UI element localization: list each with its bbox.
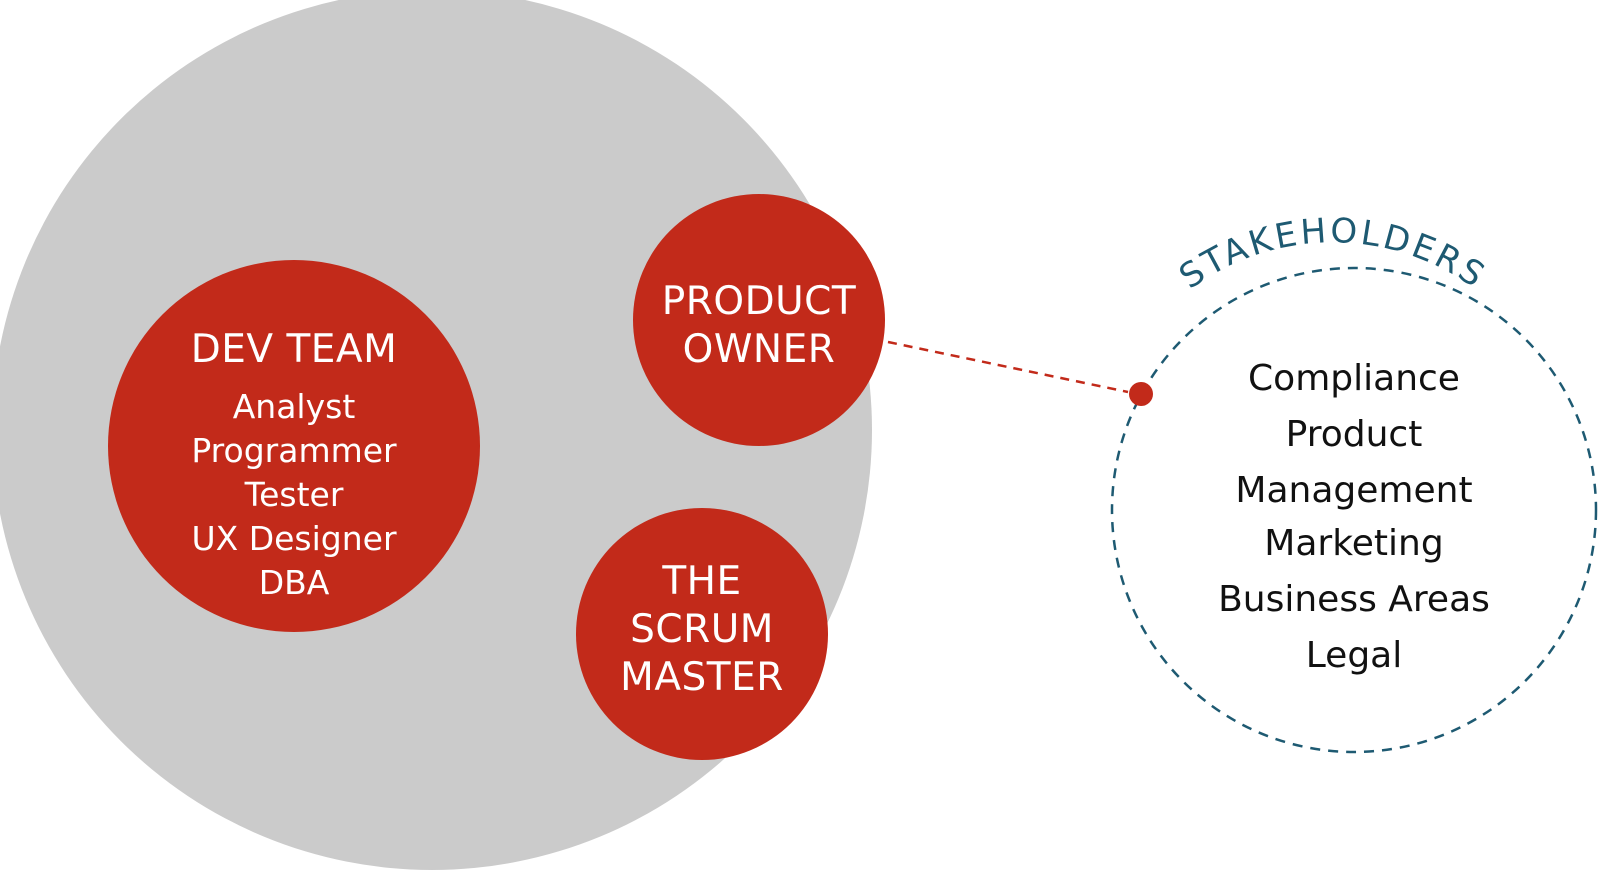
connector-line (887, 340, 1129, 394)
dev-team-member: Analyst (233, 387, 356, 426)
stakeholder-item: Management (1235, 470, 1472, 511)
product-owner-line: OWNER (683, 327, 836, 372)
scrum-master-circle (576, 508, 828, 760)
dev-team-member: DBA (259, 563, 330, 602)
product-owner-line: PRODUCT (662, 279, 856, 324)
dev-team-title: DEV TEAM (191, 327, 398, 372)
stakeholders-group: STAKEHOLDERS Compliance Product Manageme… (1110, 211, 1598, 754)
product-owner-group: PRODUCT OWNER (633, 194, 885, 446)
connector-dot-icon (1129, 382, 1153, 406)
scrum-master-group: THE SCRUM MASTER (576, 508, 828, 760)
dev-team-group: DEV TEAM Analyst Programmer Tester UX De… (108, 260, 480, 632)
stakeholder-item: Marketing (1264, 523, 1443, 564)
stakeholders-label: STAKEHOLDERS (1172, 211, 1493, 297)
dev-team-circle (108, 260, 480, 632)
stakeholder-item: Business Areas (1218, 579, 1490, 620)
dev-team-member: UX Designer (191, 519, 396, 558)
dev-team-member: Programmer (191, 431, 397, 470)
scrum-master-line: MASTER (620, 655, 784, 700)
product-owner-circle (633, 194, 885, 446)
stakeholders-ring (1110, 266, 1598, 754)
dev-team-member: Tester (244, 475, 344, 514)
stakeholder-item: Compliance (1248, 358, 1460, 399)
stakeholders-label-path: STAKEHOLDERS (1172, 211, 1490, 297)
stakeholder-item: Legal (1306, 635, 1403, 676)
stakeholder-item: Product (1286, 414, 1423, 455)
scrum-master-line: THE (661, 559, 741, 604)
scrum-master-line: SCRUM (630, 607, 774, 652)
